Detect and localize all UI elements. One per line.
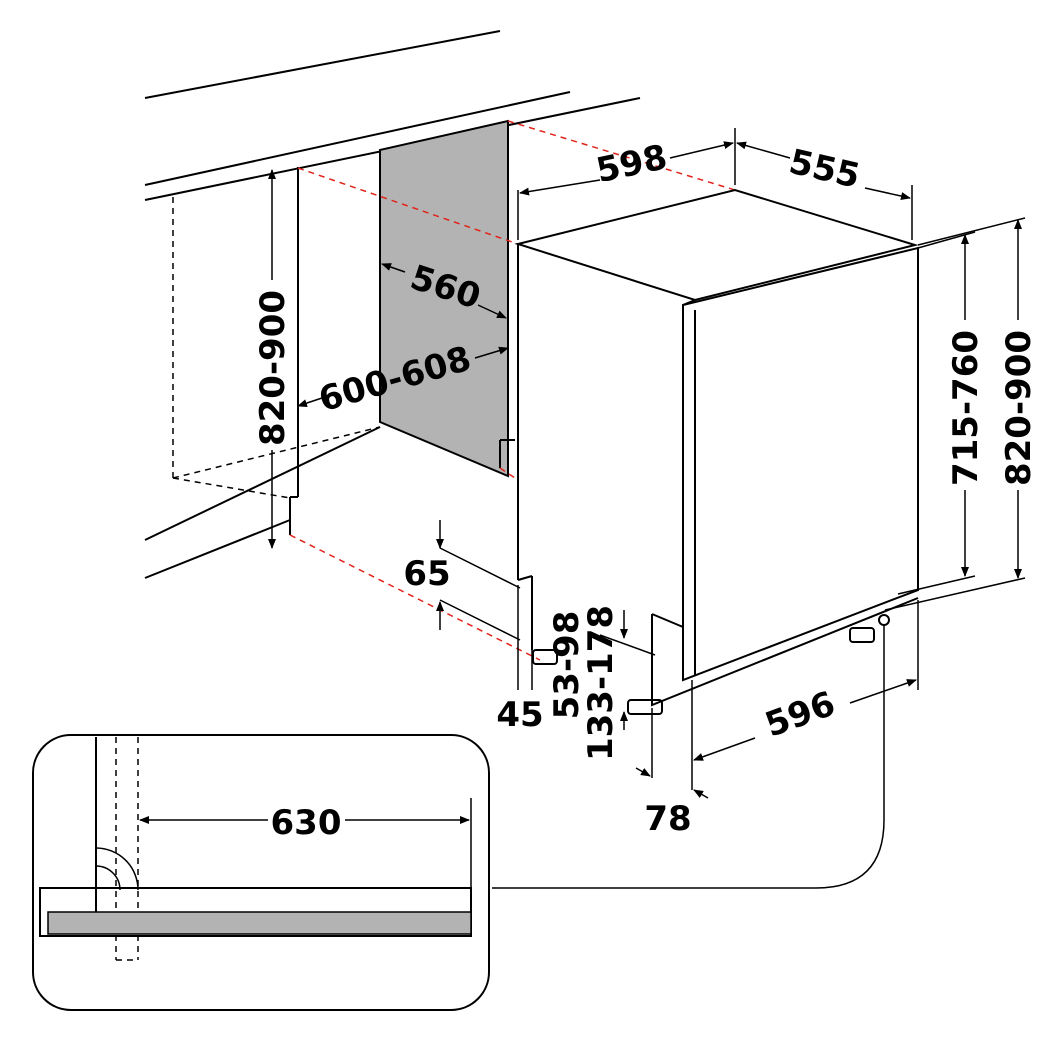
label-65: 65 <box>403 554 450 594</box>
label-596: 596 <box>760 684 840 746</box>
label-715-760: 715-760 <box>946 330 986 486</box>
niche-side-panel <box>379 119 515 478</box>
label-598: 598 <box>593 137 671 191</box>
label-78: 78 <box>644 799 691 839</box>
label-555: 555 <box>785 142 863 197</box>
red-guides <box>289 120 736 661</box>
label-133-178: 133-178 <box>581 605 621 761</box>
label-820-900-right: 820-900 <box>999 330 1039 486</box>
dimension-lines <box>268 128 1026 889</box>
label-630: 630 <box>271 803 342 843</box>
left-cabinet <box>172 167 381 535</box>
label-45: 45 <box>496 695 543 735</box>
label-53-98: 53-98 <box>547 611 587 720</box>
dimension-labels: 598 555 560 600-608 820-900 715-760 820-… <box>253 137 1039 843</box>
floor <box>144 426 381 579</box>
label-820-900-left: 820-900 <box>253 290 293 446</box>
detail-inset <box>32 734 490 1011</box>
